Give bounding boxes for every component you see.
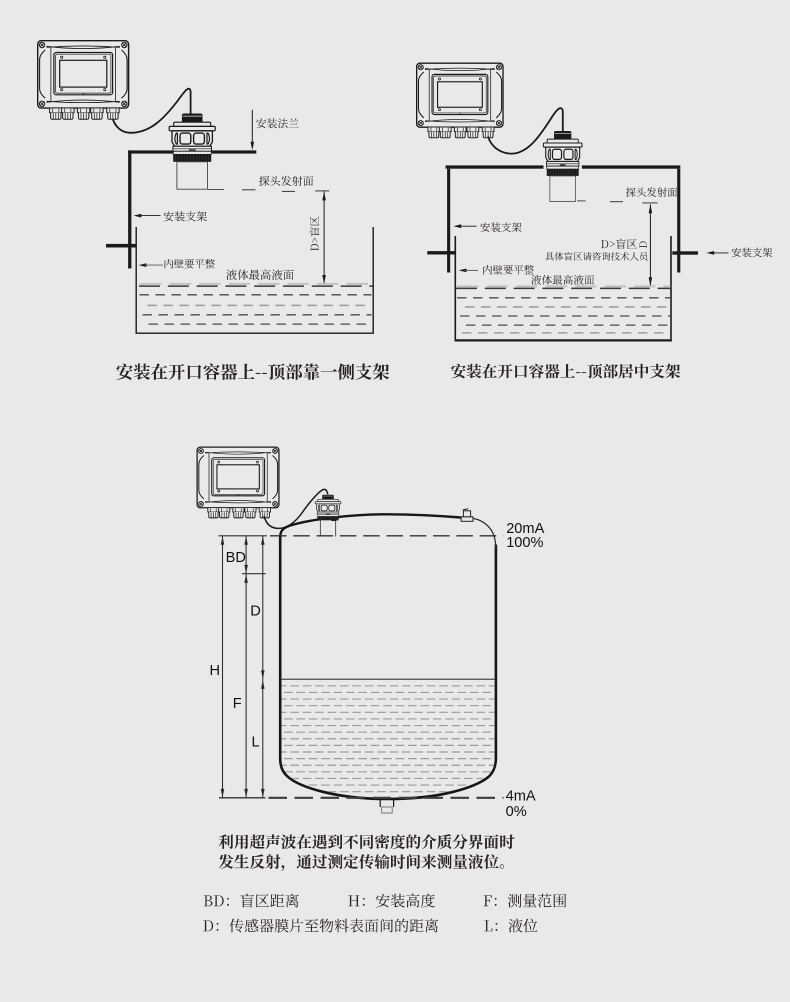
svg-text:F: F [233,696,242,712]
svg-text:20mA: 20mA [506,521,544,537]
svg-text:BD: BD [226,550,246,566]
svg-text:H: H [210,663,221,679]
svg-text:100%: 100% [506,535,543,551]
svg-text:L: L [252,734,260,750]
svg-text:0%: 0% [506,804,527,820]
svg-text:4mA: 4mA [506,789,536,805]
svg-text:D: D [250,603,261,619]
